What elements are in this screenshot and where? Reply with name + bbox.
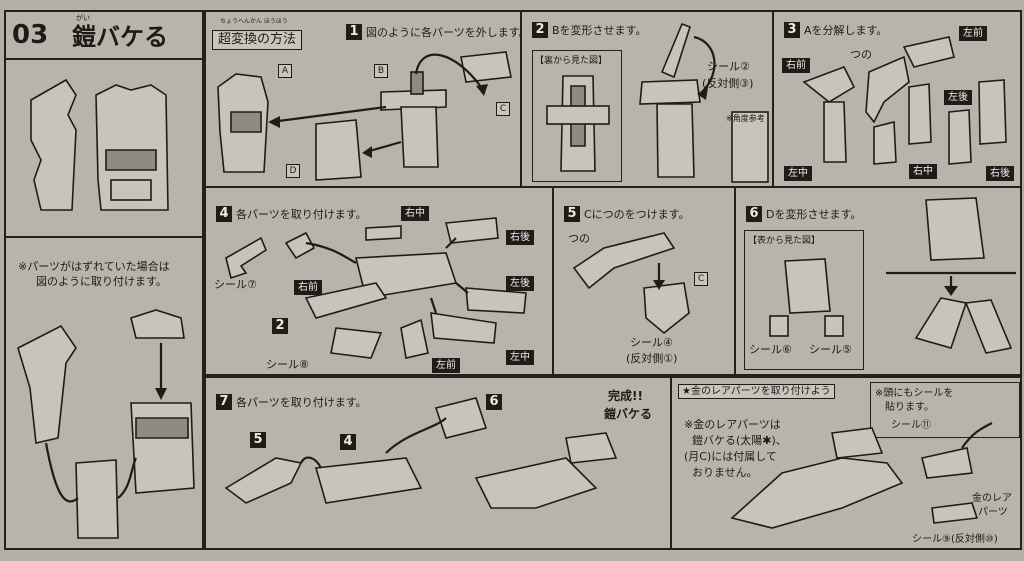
step4-label-right-front: 右前 xyxy=(294,280,322,295)
step6-sticker5: シール⑤ xyxy=(809,343,852,356)
step2-figure xyxy=(639,22,769,183)
model-number: 03 xyxy=(12,20,49,50)
step5-number: 5 xyxy=(564,206,580,222)
head-sticker-label: シール⑪ xyxy=(891,420,931,431)
step4-instruction: 各パーツを取り付けます。 xyxy=(236,208,367,221)
step6-inset-figure xyxy=(769,258,844,337)
step1-panel: 超変換の方法 ちょうへんかん ほうほう 1 図のように各パーツを外します。 A … xyxy=(204,10,522,188)
step4-sticker8: シール⑧ xyxy=(266,358,309,371)
step4-figure xyxy=(225,217,527,359)
step3-figure xyxy=(802,36,1007,165)
step4-label-right-mid: 右中 xyxy=(401,206,429,221)
rare-part-label2: パーツ xyxy=(978,507,1008,518)
step5-figure xyxy=(572,232,690,335)
step4-label-left-front: 左前 xyxy=(432,358,460,373)
step3-label-left-rear: 左後 xyxy=(944,90,972,105)
step2-sticker-sub: (反対側③) xyxy=(702,77,754,90)
reattach-note-line2: 図のように取り付けます。 xyxy=(36,275,167,288)
model-title-ruby: がい xyxy=(76,14,90,22)
part-label-b: B xyxy=(374,64,388,78)
step7-part-4: 4 xyxy=(340,434,356,450)
rare-note-line1: ※金のレアパーツは xyxy=(684,418,781,431)
step7-number: 7 xyxy=(216,394,232,410)
step4-label-left-rear: 左後 xyxy=(506,276,534,291)
head-sticker-note1: ※頭にもシールを xyxy=(875,388,954,399)
step2-inset-title: 【裏から見た図】 xyxy=(535,56,608,66)
step3-label-left-front: 左前 xyxy=(959,26,987,41)
method-title-ruby: ちょうへんかん ほうほう xyxy=(220,18,288,25)
reattach-note-panel: ※パーツがはずれていた場合は 図のように取り付けます。 xyxy=(4,236,204,550)
head-sticker-inset: ※頭にもシールを 貼ります。 シール⑪ xyxy=(870,382,1020,438)
rare-note-line2: 鎧バケる(太陽✱)、 xyxy=(692,434,787,447)
step6-instruction: Dを変形させます。 xyxy=(766,208,862,221)
step7-panel: 7 各パーツを取り付けます。 5 4 6 完成!! 鎧バケる xyxy=(204,376,672,550)
step7-complete-name: 鎧バケる xyxy=(604,407,653,421)
step4-part-2: 2 xyxy=(272,318,288,334)
step3-label-right-front: 右前 xyxy=(782,58,810,73)
rare-sticker-bottom: シール⑨(反対側⑩) xyxy=(912,534,998,545)
step2-instruction: Bを変形させます。 xyxy=(552,24,647,37)
part-label-a: A xyxy=(278,64,292,78)
rare-parts-title: ★金のレアパーツを取り付けよう xyxy=(678,384,835,399)
method-title: 超変換の方法 xyxy=(212,30,303,50)
step4-label-right-rear: 右後 xyxy=(506,230,534,245)
reattach-note-line1: ※パーツがはずれていた場合は xyxy=(18,260,170,273)
step2-panel: 2 Bを変形させます。 【裏から見た図】 シール② (反対側③) ※角度参考 xyxy=(520,10,774,188)
step6-panel: 6 Dを変形させます。 【表から見た図】 シール⑥ シール⑤ xyxy=(734,186,1022,376)
rare-note-line4: おりません。 xyxy=(692,466,758,479)
step1-figure xyxy=(217,51,512,181)
step6-figure xyxy=(886,197,1016,354)
step7-instruction: 各パーツを取り付けます。 xyxy=(236,396,367,409)
step2-inset: 【裏から見た図】 xyxy=(532,50,622,182)
step3-label-left-mid: 左中 xyxy=(784,166,812,181)
step3-instruction: Aを分解します。 xyxy=(804,24,888,37)
step1-number: 1 xyxy=(346,24,362,40)
reattach-figure xyxy=(17,309,195,539)
step5-sticker-sub: (反対側①) xyxy=(626,352,678,365)
part-label-d: D xyxy=(286,164,300,178)
title-panel: 03 がい 鎧バケる xyxy=(4,10,204,60)
step6-number: 6 xyxy=(746,206,762,222)
step3-number: 3 xyxy=(784,22,800,38)
step4-number: 4 xyxy=(216,206,232,222)
front-view-panel xyxy=(4,58,204,238)
rare-parts-figure xyxy=(730,422,993,529)
model-title: 鎧バケる xyxy=(72,23,168,51)
rare-parts-panel: ★金のレアパーツを取り付けよう ※金のレアパーツは 鎧バケる(太陽✱)、 (月C… xyxy=(670,376,1022,550)
step7-part-5: 5 xyxy=(250,432,266,448)
rare-part-label1: 金のレア xyxy=(972,493,1012,504)
rare-note-line3: (月C)には付属して xyxy=(684,450,777,463)
step4-sticker7: シール⑦ xyxy=(214,278,257,291)
step3-label-right-mid: 右中 xyxy=(909,164,937,179)
step7-figure xyxy=(224,397,618,509)
step7-complete: 完成!! xyxy=(608,389,643,403)
step5-part-c: C xyxy=(694,272,708,286)
step2-angle-note: ※角度参考 xyxy=(726,114,765,123)
step3-horn: つの xyxy=(850,48,872,61)
step4-label-left-mid: 左中 xyxy=(506,350,534,365)
step6-inset-title: 【表から見た図】 xyxy=(748,236,821,246)
step5-sticker: シール④ xyxy=(630,336,673,349)
step2-sticker: シール② xyxy=(707,60,750,73)
step5-panel: 5 Cにつのをつけます。 つの C シール④ (反対側①) xyxy=(552,186,736,376)
step2-inset-figure xyxy=(546,75,610,172)
step5-instruction: Cにつのをつけます。 xyxy=(584,208,690,221)
step5-horn: つの xyxy=(568,232,590,245)
step6-sticker6: シール⑥ xyxy=(749,343,792,356)
step6-inset: 【表から見た図】 シール⑥ シール⑤ xyxy=(744,230,864,370)
front-view-figure xyxy=(30,78,169,211)
step4-panel: 4 各パーツを取り付けます。 右中 右後 左後 右前 左中 左前 シール⑦ シー… xyxy=(204,186,554,376)
step1-instruction: 図のように各パーツを外します。 xyxy=(366,26,522,39)
step7-part-6: 6 xyxy=(486,394,502,410)
head-sticker-note2: 貼ります。 xyxy=(885,402,934,413)
part-label-c: C xyxy=(496,102,510,116)
step3-label-right-rear: 右後 xyxy=(986,166,1014,181)
step3-panel: 3 Aを分解します。 つの 左前 右前 左後 左中 右中 右後 xyxy=(772,10,1022,188)
step2-number: 2 xyxy=(532,22,548,38)
